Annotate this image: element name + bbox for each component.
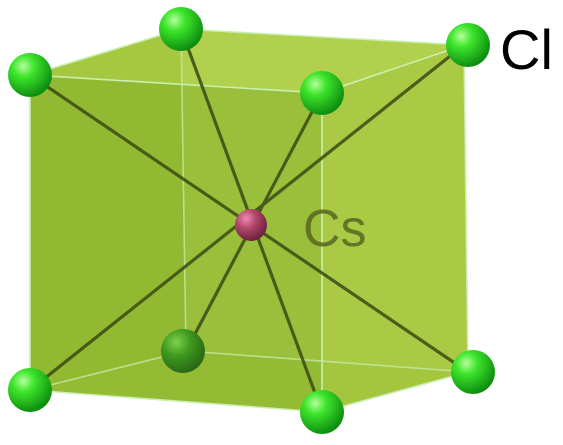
chlorine-label: Cl bbox=[500, 18, 553, 81]
cesium-label: Cs bbox=[303, 200, 367, 258]
chlorine-atom-back-hidden bbox=[161, 329, 205, 373]
chlorine-atom bbox=[8, 368, 52, 412]
edge bbox=[29, 28, 182, 76]
cube-edges bbox=[29, 28, 469, 413]
edge bbox=[321, 44, 465, 94]
right-face bbox=[322, 45, 468, 412]
chlorine-atom-back bbox=[159, 7, 203, 51]
chlorine-atom bbox=[300, 390, 344, 434]
chlorine-atom bbox=[446, 23, 490, 67]
chlorine-atom bbox=[451, 350, 495, 394]
edge bbox=[463, 44, 469, 373]
edge bbox=[29, 350, 187, 391]
edge bbox=[29, 389, 323, 413]
top-face bbox=[30, 29, 464, 93]
cesium-atom bbox=[235, 209, 267, 241]
edge bbox=[180, 28, 187, 352]
edge bbox=[29, 74, 323, 94]
chlorine-atom bbox=[8, 53, 52, 97]
front-face bbox=[30, 75, 322, 412]
edge bbox=[185, 350, 469, 373]
chlorine-atom bbox=[300, 71, 344, 115]
edge bbox=[180, 28, 465, 46]
edge bbox=[321, 371, 469, 413]
cube-faces bbox=[30, 29, 468, 412]
